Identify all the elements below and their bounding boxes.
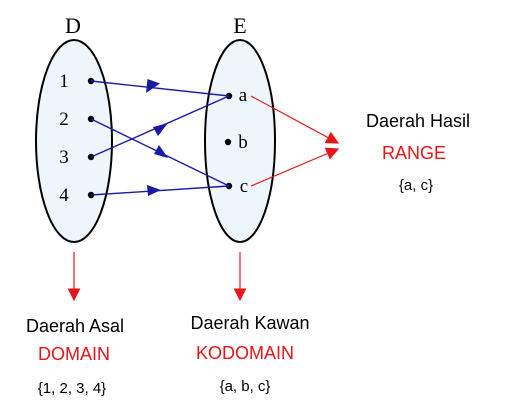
- set-e-element-b: b: [238, 132, 248, 153]
- range-pointer-from-c: [250, 147, 340, 187]
- set-e-ellipse: [204, 39, 276, 243]
- range-caption-members: {a, c}: [399, 177, 433, 194]
- mapping-arrowhead-3: [153, 123, 168, 136]
- mapping-arrow-1-to-a: [90, 80, 230, 97]
- domain-caption-members: {1, 2, 3, 4}: [38, 380, 106, 397]
- range-caption-term: RANGE: [382, 143, 446, 163]
- set-d-name: D: [65, 13, 81, 38]
- range-pointer-from-a: [250, 95, 340, 144]
- point-e-b: [224, 138, 232, 146]
- set-d-element-2: 2: [59, 109, 69, 130]
- mapping-arrow-4-to-c: [90, 185, 230, 196]
- mapping-arrowhead-1: [146, 79, 160, 93]
- set-d-element-3: 3: [59, 147, 69, 168]
- set-d-element-4: 4: [59, 185, 69, 206]
- set-e-name: E: [233, 13, 246, 38]
- domain-caption-title: Daerah Asal: [26, 316, 124, 336]
- set-d-element-1: 1: [59, 71, 69, 92]
- range-caption-title: Daerah Hasil: [366, 111, 470, 131]
- set-e-element-c: c: [240, 176, 248, 197]
- domain-caption-term: DOMAIN: [38, 344, 110, 364]
- codomain-caption-term: KODOMAIN: [196, 343, 294, 363]
- mapping-arrowhead-2: [154, 145, 168, 158]
- set-d-ellipse: [35, 39, 113, 243]
- set-e-element-a: a: [239, 85, 248, 106]
- codomain-caption-title: Daerah Kawan: [190, 313, 309, 333]
- mapping-arrowhead-4: [147, 185, 161, 196]
- codomain-caption-members: {a, b, c}: [220, 378, 271, 395]
